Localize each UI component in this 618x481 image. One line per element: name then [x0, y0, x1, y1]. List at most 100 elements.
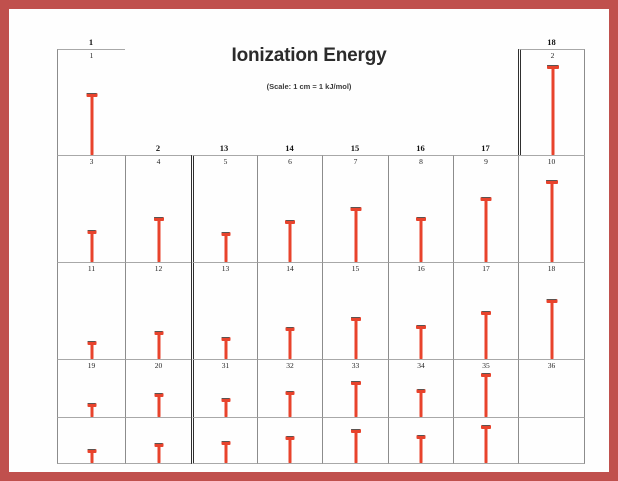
- frame-border-left: [0, 0, 9, 481]
- ionization-energy-bar: [283, 327, 297, 359]
- bar-shaft: [224, 337, 227, 359]
- bar-shaft: [224, 232, 227, 262]
- group-label-1: 1: [88, 37, 94, 47]
- element-cell: 5: [191, 155, 257, 262]
- bar-shaft: [484, 373, 488, 417]
- element-cell: 3: [57, 155, 125, 262]
- ionization-energy-bar: [414, 217, 428, 262]
- ionization-energy-bar: [152, 331, 166, 359]
- bar-shaft: [551, 65, 554, 155]
- atomic-number-label: 4: [156, 157, 161, 166]
- bar-head: [154, 331, 163, 335]
- element-cell: [453, 417, 518, 464]
- element-cell: [322, 417, 388, 464]
- bar-head: [221, 232, 230, 236]
- bar-shaft: [224, 441, 227, 463]
- atomic-number-label: 12: [154, 264, 163, 273]
- element-cell: 1: [57, 49, 125, 155]
- element-cell: [257, 417, 322, 464]
- bar-head: [285, 327, 295, 331]
- atomic-number-label: 19: [87, 361, 96, 370]
- group-label-17: 17: [481, 143, 490, 153]
- ionization-energy-bar: [219, 337, 233, 359]
- chart-canvas: Ionization Energy (Scale: 1 cm = 1 kJ/mo…: [9, 9, 609, 472]
- atomic-number-label: 34: [417, 361, 425, 370]
- atomic-number-label: 32: [286, 361, 294, 370]
- atomic-number-label: 1: [89, 51, 94, 60]
- ionization-energy-bar: [283, 436, 297, 463]
- ionization-energy-bar: [219, 232, 233, 262]
- ionization-energy-bar: [349, 381, 363, 417]
- ionization-energy-bar: [283, 391, 297, 417]
- bar-head: [87, 449, 96, 453]
- bar-shaft: [224, 398, 227, 417]
- element-cell: [518, 417, 585, 464]
- bar-head: [87, 403, 96, 407]
- bar-head: [221, 337, 230, 341]
- bar-head: [416, 217, 426, 221]
- bar-head: [285, 436, 295, 440]
- group-label-2: 2: [155, 143, 161, 153]
- element-cell: 4: [125, 155, 191, 262]
- ionization-energy-bar: [85, 341, 99, 359]
- element-cell: 32: [257, 359, 322, 417]
- atomic-number-label: 13: [221, 264, 230, 273]
- bar-head: [154, 443, 163, 447]
- bar-head: [87, 230, 96, 234]
- element-cell: 13: [191, 262, 257, 359]
- atomic-number-label: 9: [484, 157, 488, 166]
- bar-shaft: [354, 317, 357, 359]
- bar-head: [221, 441, 230, 445]
- bar-shaft: [288, 391, 292, 417]
- bar-head: [285, 391, 295, 395]
- element-cell: 12: [125, 262, 191, 359]
- ionization-energy-bar: [85, 449, 99, 463]
- ionization-energy-bar: [546, 65, 560, 155]
- bar-shaft: [288, 220, 292, 262]
- element-cell: [57, 417, 125, 464]
- bar-shaft: [157, 217, 160, 262]
- bar-shaft: [90, 341, 93, 359]
- ionization-energy-bar: [85, 93, 99, 155]
- element-cell: 17: [453, 262, 518, 359]
- ionization-energy-bar: [85, 230, 99, 262]
- bar-shaft: [354, 429, 357, 463]
- group-label-15: 15: [350, 143, 360, 153]
- atomic-number-label: 16: [417, 264, 425, 273]
- atomic-number-label: 14: [286, 264, 294, 273]
- ionization-energy-bar: [152, 443, 166, 463]
- element-cell: 33: [322, 359, 388, 417]
- ionization-energy-bar: [545, 299, 559, 359]
- ionization-energy-bar: [414, 389, 428, 417]
- bar-shaft: [484, 197, 488, 262]
- ionization-energy-bar: [479, 311, 493, 359]
- bar-head: [545, 180, 558, 184]
- atomic-number-label: 17: [482, 264, 490, 273]
- element-cell: 10: [518, 155, 585, 262]
- group-label-14: 14: [285, 143, 294, 153]
- bar-shaft: [157, 443, 160, 463]
- bar-head: [481, 425, 491, 429]
- bar-head: [480, 197, 492, 201]
- atomic-number-label: 15: [351, 264, 360, 273]
- bar-head: [86, 93, 97, 97]
- ionization-energy-bar: [349, 429, 363, 463]
- element-cell: 7: [322, 155, 388, 262]
- ionization-energy-bar: [219, 441, 233, 463]
- chart-scale-note: (Scale: 1 cm = 1 kJ/mol): [266, 82, 352, 91]
- bar-shaft: [419, 325, 423, 359]
- bar-head: [350, 317, 361, 321]
- element-cell: 11: [57, 262, 125, 359]
- atomic-number-label: 20: [154, 361, 163, 370]
- element-cell: 36: [518, 359, 585, 417]
- bar-head: [546, 65, 559, 69]
- element-cell: [125, 417, 191, 464]
- bar-head: [350, 429, 361, 433]
- bar-shaft: [354, 207, 357, 262]
- element-cell: 16: [388, 262, 453, 359]
- frame-border-top: [0, 0, 618, 9]
- element-cell: 14: [257, 262, 322, 359]
- ionization-energy-bar: [479, 425, 493, 463]
- atomic-number-label: 11: [87, 264, 96, 273]
